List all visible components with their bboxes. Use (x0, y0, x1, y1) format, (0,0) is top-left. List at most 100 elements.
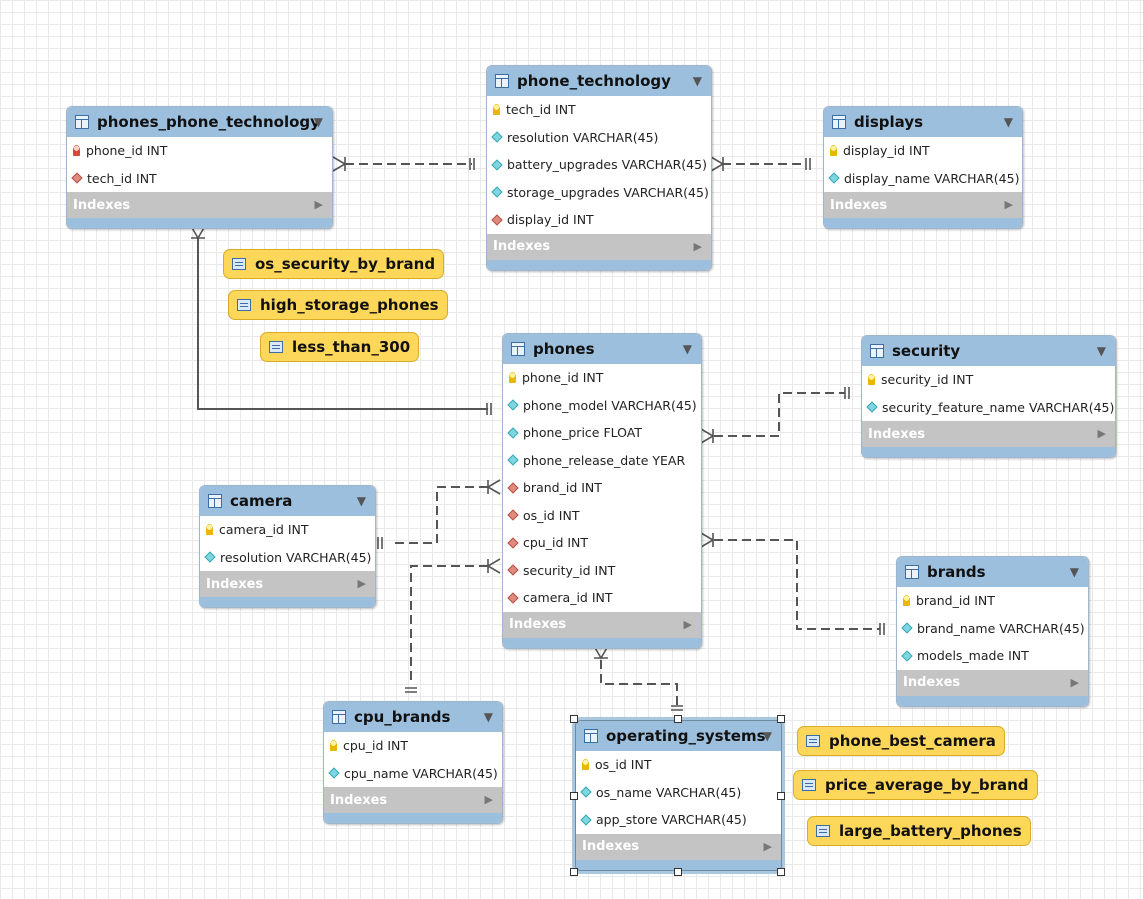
column-row[interactable]: os_id INT (576, 751, 781, 779)
column-row[interactable]: battery_upgrades VARCHAR(45) (487, 151, 711, 179)
column-row[interactable]: os_name VARCHAR(45) (576, 779, 781, 807)
resize-handle[interactable] (570, 715, 578, 723)
view-phone_best_camera[interactable]: phone_best_camera (797, 726, 1005, 756)
column-row[interactable]: brand_name VARCHAR(45) (897, 615, 1088, 643)
expand-arrow-icon[interactable]: ▶ (1004, 198, 1013, 211)
collapse-arrow-icon[interactable]: ▼ (483, 710, 493, 724)
column-row[interactable]: phone_price FLOAT (503, 419, 701, 447)
collapse-arrow-icon[interactable]: ▼ (762, 729, 772, 743)
collapse-arrow-icon[interactable]: ▼ (1069, 565, 1079, 579)
view-price_average_by_brand[interactable]: price_average_by_brand (793, 770, 1038, 800)
indexes-bar[interactable]: Indexes▶ (503, 611, 701, 638)
column-row[interactable]: phone_model VARCHAR(45) (503, 392, 701, 420)
column-row[interactable]: cpu_id INT (503, 529, 701, 557)
table-header[interactable]: operating_systems▼ (576, 721, 781, 751)
resize-handle[interactable] (777, 715, 785, 723)
column-row[interactable]: tech_id INT (67, 165, 332, 193)
view-large_battery_phones[interactable]: large_battery_phones (807, 816, 1031, 846)
column-row[interactable]: security_id INT (503, 557, 701, 585)
collapse-arrow-icon[interactable]: ▼ (682, 342, 692, 356)
expand-arrow-icon[interactable]: ▶ (1070, 675, 1079, 689)
indexes-bar[interactable]: Indexes▶ (897, 669, 1088, 696)
resize-handle[interactable] (777, 791, 785, 800)
column-row[interactable]: display_id INT (487, 206, 711, 234)
table-header[interactable]: camera▼ (200, 486, 375, 516)
view-less_than_300[interactable]: less_than_300 (260, 332, 420, 362)
expand-arrow-icon[interactable]: ▶ (693, 239, 702, 253)
column-row[interactable]: camera_id INT (503, 584, 701, 612)
view-name: large_battery_phones (839, 822, 1022, 840)
indexes-bar[interactable]: Indexes▶ (200, 571, 375, 597)
indexes-bar[interactable]: Indexes▶ (324, 787, 502, 813)
expand-arrow-icon[interactable]: ▶ (357, 577, 366, 590)
collapse-arrow-icon[interactable]: ▼ (1003, 115, 1013, 129)
column-row[interactable]: resolution VARCHAR(45) (487, 124, 711, 152)
column-row[interactable]: storage_upgrades VARCHAR(45) (487, 179, 711, 207)
table-header[interactable]: brands▼ (897, 557, 1088, 587)
view-name: phone_best_camera (829, 732, 996, 750)
expand-arrow-icon[interactable]: ▶ (683, 617, 692, 631)
column-row[interactable]: models_made INT (897, 642, 1088, 670)
collapse-arrow-icon[interactable]: ▼ (1096, 344, 1106, 358)
indexes-bar[interactable]: Indexes▶ (487, 233, 711, 260)
table-header[interactable]: phones▼ (503, 334, 701, 364)
resize-handle[interactable] (673, 715, 682, 723)
indexes-bar[interactable]: Indexes▶ (824, 192, 1022, 218)
column-row[interactable]: app_store VARCHAR(45) (576, 806, 781, 834)
column-row[interactable]: cpu_name VARCHAR(45) (324, 760, 502, 788)
indexes-bar[interactable]: Indexes▶ (862, 421, 1115, 447)
crowsfoot-one-icon (671, 705, 683, 711)
table-footer (200, 597, 375, 607)
table-name: displays (854, 113, 924, 131)
collapse-arrow-icon[interactable]: ▼ (692, 74, 702, 88)
column-row[interactable]: brand_id INT (503, 474, 701, 502)
collapse-arrow-icon[interactable]: ▼ (313, 115, 323, 129)
view-high_storage_phones[interactable]: high_storage_phones (228, 290, 448, 320)
foreign-key-icon (507, 482, 519, 494)
indexes-bar[interactable]: Indexes▶ (67, 192, 332, 218)
column-row[interactable]: tech_id INT (487, 96, 711, 124)
crowsfoot-one-icon (405, 687, 417, 693)
column-row[interactable]: camera_id INT (200, 516, 375, 544)
table-header[interactable]: displays ▼ (824, 107, 1022, 137)
column-row[interactable]: cpu_id INT (324, 732, 502, 760)
column-row[interactable]: display_name VARCHAR(45) (824, 165, 1022, 193)
expand-arrow-icon[interactable]: ▶ (484, 793, 493, 806)
indexes-label: Indexes (582, 839, 640, 854)
column-row[interactable]: os_id INT (503, 502, 701, 530)
collapse-arrow-icon[interactable]: ▼ (356, 494, 366, 508)
view-name: high_storage_phones (260, 296, 439, 314)
column-row[interactable]: phone_release_date YEAR (503, 447, 701, 475)
table-header[interactable]: security▼ (862, 336, 1115, 366)
table-header[interactable]: phone_technology▼ (487, 66, 711, 96)
column-row[interactable]: phone_id INT (503, 364, 701, 392)
expand-arrow-icon[interactable]: ▶ (1097, 427, 1106, 440)
column-icon (507, 399, 519, 411)
column-row[interactable]: phone_id INT (67, 137, 332, 165)
resize-handle[interactable] (570, 868, 578, 876)
column-row[interactable]: resolution VARCHAR(45) (200, 544, 375, 572)
expand-arrow-icon[interactable]: ▶ (763, 839, 772, 853)
column-row[interactable]: security_id INT (862, 366, 1115, 394)
table-name: cpu_brands (354, 708, 451, 726)
table-header[interactable]: cpu_brands ▼ (324, 702, 502, 732)
indexes-bar[interactable]: Indexes ▶ (576, 833, 781, 860)
resize-handle[interactable] (673, 868, 682, 876)
view-os_security_by_brand[interactable]: os_security_by_brand (223, 249, 445, 279)
table-header[interactable]: phones_phone_technology▼ (67, 107, 332, 137)
column-row[interactable]: brand_id INT (897, 587, 1088, 615)
resize-handle[interactable] (777, 868, 785, 876)
resize-handle[interactable] (570, 791, 578, 800)
expand-arrow-icon[interactable]: ▶ (314, 198, 323, 211)
column-row[interactable]: display_id INT (824, 137, 1022, 165)
column-row[interactable]: security_feature_name VARCHAR(45) (862, 394, 1115, 422)
